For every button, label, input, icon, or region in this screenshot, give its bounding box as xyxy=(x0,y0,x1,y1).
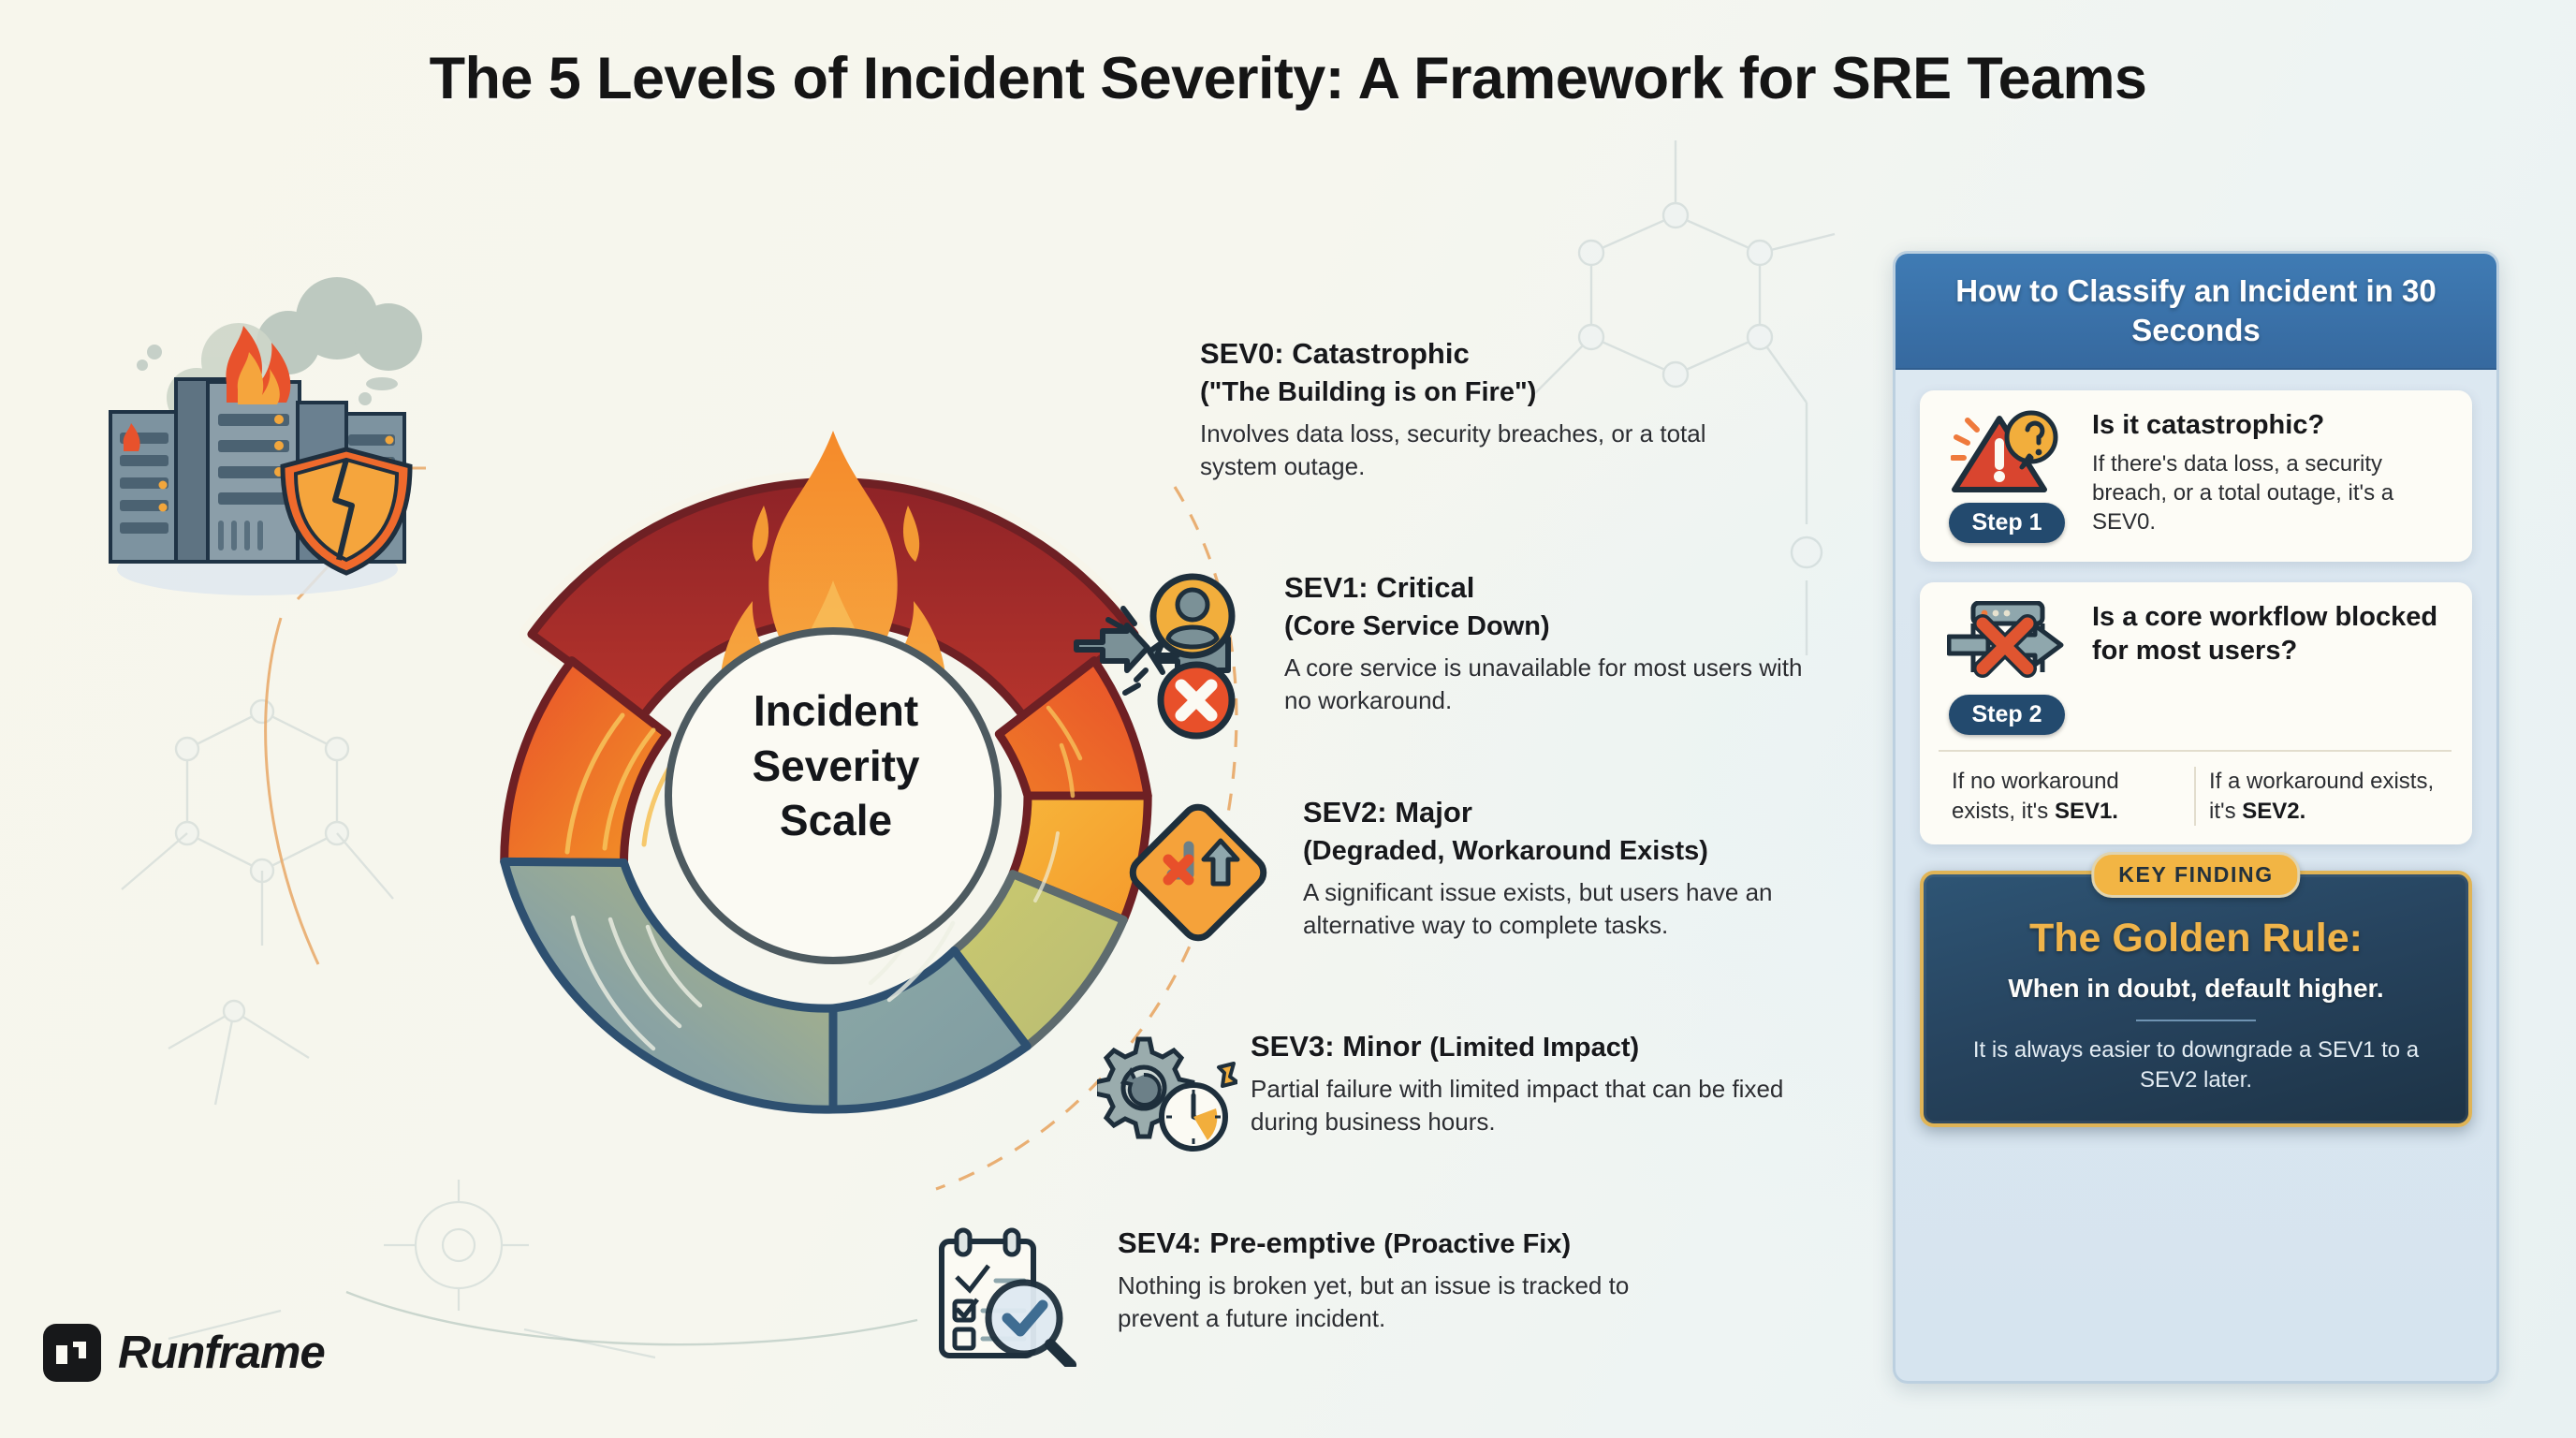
classification-panel: How to Classify an Incident in 30 Second… xyxy=(1893,251,2499,1384)
step-2-branches: If no workaround exists, it's SEV1. If a… xyxy=(1939,750,2452,827)
gear-clock-icon xyxy=(1097,1036,1237,1152)
wheel-hub xyxy=(665,627,1002,964)
burning-servers-icon xyxy=(109,277,422,595)
panel-header: How to Classify an Incident in 30 Second… xyxy=(1895,254,2496,370)
step-1-question: Is it catastrophic? xyxy=(2092,410,2325,440)
sev1-block: SEV1: Critical (Core Service Down) A cor… xyxy=(1284,569,1808,718)
sev1-description: A core service is unavailable for most u… xyxy=(1284,653,1803,715)
key-finding-wrapper: The Golden Rule: When in doubt, default … xyxy=(1920,852,2472,1128)
checklist-magnifier-icon xyxy=(939,1227,1076,1367)
sev0-heading: SEV0: Catastrophic ("The Building is on … xyxy=(1200,335,1724,411)
branch-has-workaround: If a workaround exists, it's SEV2. xyxy=(2196,767,2452,826)
sev4-heading: SEV4: Pre-emptive (Proactive Fix) xyxy=(1118,1225,1679,1263)
incident-severity-wheel: Incident Severity Scale xyxy=(402,271,1264,1320)
sev3-title: SEV3: Minor xyxy=(1251,1030,1422,1063)
sev0-block: SEV0: Catastrophic ("The Building is on … xyxy=(1200,335,1724,484)
detour-sign-icon xyxy=(1129,803,1267,942)
step-2-badge: Step 2 xyxy=(1949,695,2065,735)
sev4-description: Nothing is broken yet, but an issue is t… xyxy=(1118,1270,1630,1333)
branch-right-text: If a workaround exists, it's xyxy=(2209,769,2435,824)
broken-connection-user-icon xyxy=(1074,573,1236,740)
runframe-logo-mark xyxy=(43,1324,101,1382)
sev4-block: SEV4: Pre-emptive (Proactive Fix) Nothin… xyxy=(1118,1225,1679,1335)
sev4-title: SEV4: Pre-emptive xyxy=(1118,1226,1376,1259)
sev0-subtitle: ("The Building is on Fire") xyxy=(1200,377,1537,408)
sev3-subtitle: (Limited Impact) xyxy=(1429,1033,1640,1063)
branch-right-result: SEV2. xyxy=(2242,798,2306,824)
branch-no-workaround: If no workaround exists, it's SEV1. xyxy=(1939,767,2196,827)
step-2-question: Is a core workflow blocked for most user… xyxy=(2092,602,2438,666)
warning-question-icon xyxy=(1951,410,2058,492)
sev1-heading: SEV1: Critical (Core Service Down) xyxy=(1284,569,1808,645)
key-finding-tag: KEY FINDING xyxy=(2091,852,2301,899)
runframe-logo[interactable]: Runframe xyxy=(43,1324,326,1382)
step-2-card[interactable]: Step 2 Is a core workflow blocked for mo… xyxy=(1920,582,2472,845)
branch-left-result: SEV1. xyxy=(2054,798,2118,824)
key-finding-note: It is always easier to downgrade a SEV1 … xyxy=(1972,1036,2420,1093)
sev3-block: SEV3: Minor (Limited Impact) Partial fai… xyxy=(1251,1028,1803,1138)
step-1-card[interactable]: Step 1 Is it catastrophic? If there's da… xyxy=(1920,390,2472,562)
sev4-subtitle: (Proactive Fix) xyxy=(1383,1229,1572,1259)
key-finding-box: The Golden Rule: When in doubt, default … xyxy=(1920,871,2472,1128)
sev3-description: Partial failure with limited impact that… xyxy=(1251,1074,1784,1137)
step-2-left: Step 2 xyxy=(1939,601,2075,735)
step-1-left: Step 1 xyxy=(1939,409,2075,543)
sev2-title: SEV2: Major xyxy=(1303,796,1472,829)
key-finding-subtitle: When in doubt, default higher. xyxy=(2008,973,2384,1003)
sev2-block: SEV2: Major (Degraded, Workaround Exists… xyxy=(1303,794,1855,943)
page-title: The 5 Levels of Incident Severity: A Fra… xyxy=(429,46,2147,111)
sev0-title: SEV0: Catastrophic xyxy=(1200,337,1470,370)
step-1-badge: Step 1 xyxy=(1949,503,2065,543)
sev1-title: SEV1: Critical xyxy=(1284,571,1475,604)
logo-glyph-icon xyxy=(56,1342,86,1364)
sev0-description: Involves data loss, security breaches, o… xyxy=(1200,418,1706,481)
branch-left-text: If no workaround exists, it's xyxy=(1952,769,2119,824)
key-finding-title: The Golden Rule: xyxy=(2029,916,2363,961)
wheel-segment-lower-left[interactable] xyxy=(500,857,838,1114)
sev2-subtitle: (Degraded, Workaround Exists) xyxy=(1303,836,1708,867)
sev2-heading: SEV2: Major (Degraded, Workaround Exists… xyxy=(1303,794,1855,870)
runframe-logo-text: Runframe xyxy=(118,1328,326,1378)
wheel-segment-sev1[interactable] xyxy=(500,656,672,867)
sev2-description: A significant issue exists, but users ha… xyxy=(1303,877,1773,940)
step-1-detail: If there's data loss, a security breach,… xyxy=(2092,450,2394,536)
key-finding-divider xyxy=(2136,1019,2256,1021)
sev1-subtitle: (Core Service Down) xyxy=(1284,611,1550,642)
blocked-workflow-icon xyxy=(1947,601,2064,678)
sev3-heading: SEV3: Minor (Limited Impact) xyxy=(1251,1028,1803,1066)
